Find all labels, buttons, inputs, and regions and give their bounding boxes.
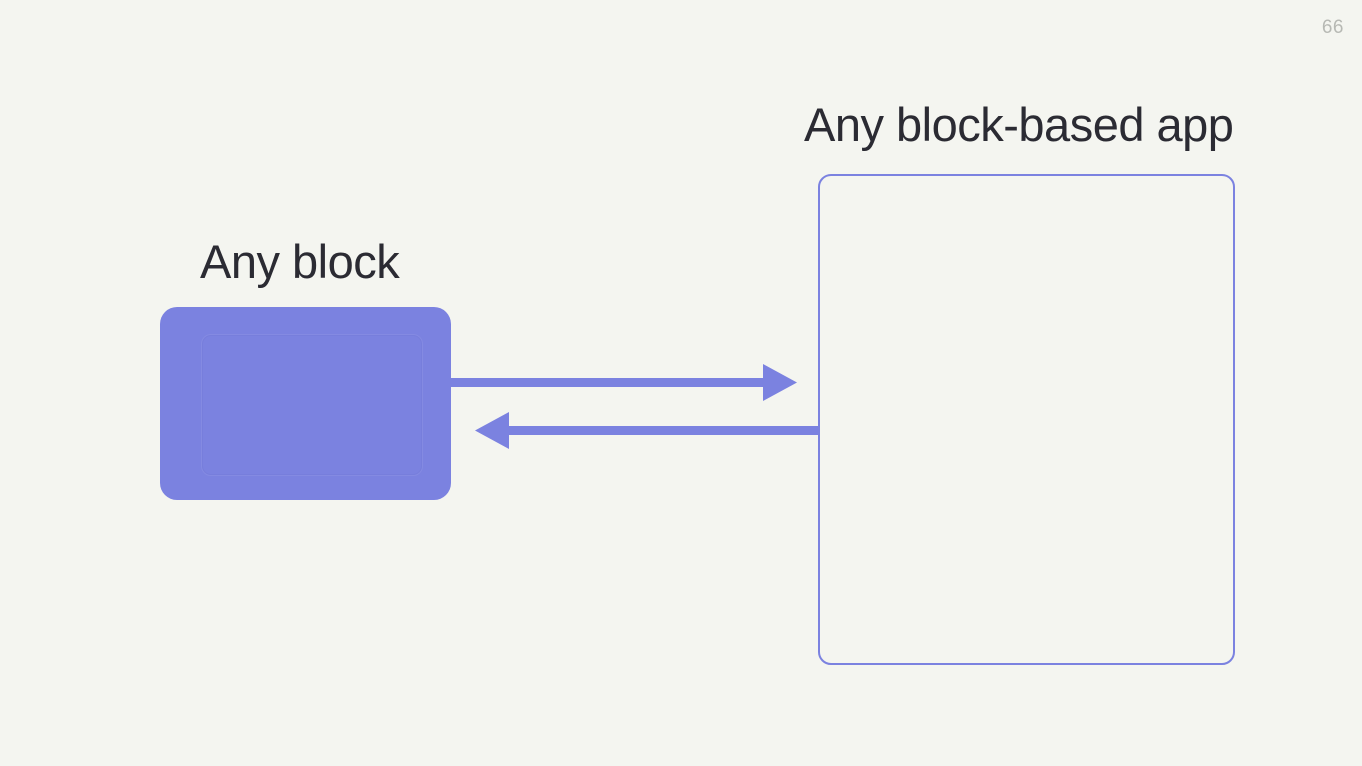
right-node-label: Any block-based app <box>804 98 1234 151</box>
block-to-app-arrow <box>451 364 797 401</box>
page-number: 66 <box>1321 17 1344 38</box>
right-node-panel <box>818 174 1235 665</box>
app-to-block-arrow <box>475 412 819 449</box>
left-node-block <box>160 307 451 500</box>
left-node-inner-outline <box>201 334 423 476</box>
left-node-label: Any block <box>200 235 400 288</box>
